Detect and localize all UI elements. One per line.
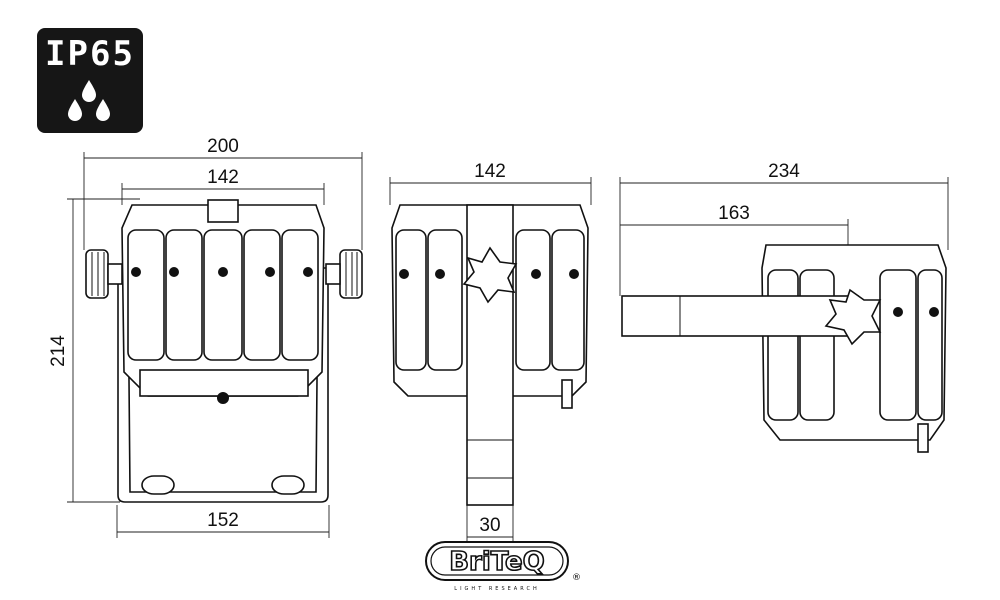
- dim-side-width: 142: [474, 161, 506, 182]
- ip-rating-label: IP65: [45, 34, 135, 74]
- dim-front-overall-width: 200: [207, 136, 239, 157]
- front-led-fins: [127, 229, 319, 361]
- water-drops-icon: [68, 80, 110, 121]
- logo-wordmark: BriTeQ: [449, 547, 545, 577]
- ip65-badge: IP65: [37, 28, 143, 133]
- side-view: 142 30: [389, 161, 592, 543]
- dim-side-bracket-width: 30: [479, 515, 500, 536]
- dim-front-height: 214: [48, 335, 69, 367]
- dim-front-housing-width: 142: [207, 167, 239, 188]
- dim-top-overall-length: 234: [768, 161, 800, 182]
- dim-front-base-width: 152: [207, 510, 239, 531]
- briteq-logo: BriTeQ LIGHT RESEARCH ®: [425, 541, 581, 592]
- logo-registered-mark: ®: [572, 573, 581, 583]
- dim-top-partial-length: 163: [718, 203, 750, 224]
- top-view: 234 163: [619, 161, 949, 453]
- front-view: 200 142 214 152: [48, 136, 363, 538]
- side-led-fins: [395, 229, 585, 371]
- logo-subtitle: LIGHT RESEARCH: [454, 586, 539, 592]
